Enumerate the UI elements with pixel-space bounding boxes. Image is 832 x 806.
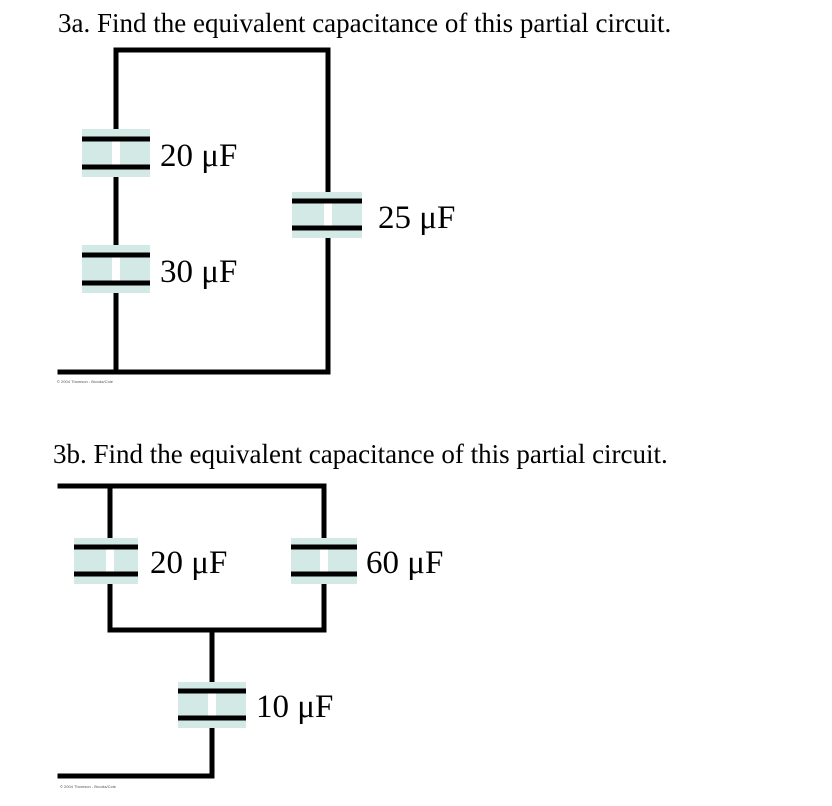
capacitor-gap <box>112 255 120 283</box>
capacitor-gap <box>106 547 114 574</box>
capacitor-label: 60 μF <box>366 545 443 581</box>
heading-3b: 3b. Find the equivalent capacitance of t… <box>53 439 668 469</box>
capacitor-label: 25 μF <box>378 200 455 236</box>
capacitor-label: 20 μF <box>150 545 227 581</box>
capacitor-gap <box>112 139 120 167</box>
capacitor-label: 20 μF <box>160 138 237 174</box>
capacitor-3b-20uF <box>74 538 138 584</box>
circuit-3b-wire <box>57 483 327 779</box>
circuit-3a-wire <box>57 47 331 375</box>
figure-credit: © 2004 Thomson - Brooks/Cole <box>60 784 117 789</box>
circuit-3b: 20 μF 60 μF 10 μF © 2004 Thomson - Brook… <box>57 483 443 789</box>
capacitor-gap <box>208 691 216 718</box>
circuit-3a: 20 μF 30 μF 25 μF © 2004 Thomson - Brook… <box>57 47 455 384</box>
capacitor-gap <box>324 201 332 228</box>
capacitor-gap <box>320 547 328 574</box>
capacitor-3b-10uF <box>178 682 246 728</box>
capacitor-label: 10 μF <box>256 689 333 725</box>
capacitor-3a-30uF <box>82 245 150 293</box>
capacitor-3a-25uF <box>292 192 362 238</box>
capacitor-label: 30 μF <box>160 254 237 290</box>
figure-credit: © 2004 Thomson - Brooks/Cole <box>57 379 114 384</box>
capacitor-3b-60uF <box>291 538 357 584</box>
capacitor-3a-20uF <box>82 129 150 177</box>
heading-3a: 3a. Find the equivalent capacitance of t… <box>58 8 672 38</box>
